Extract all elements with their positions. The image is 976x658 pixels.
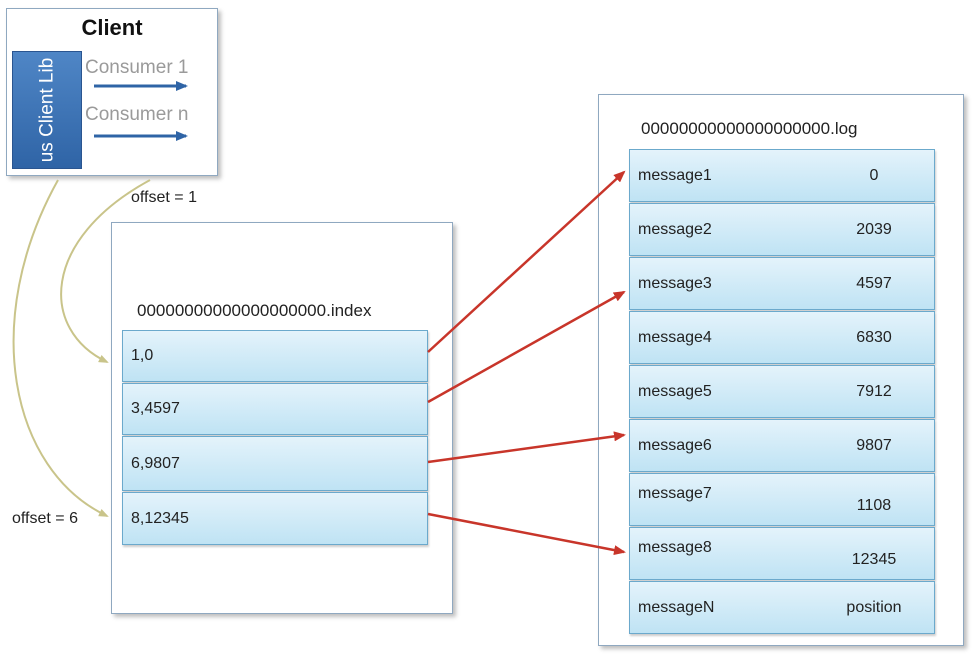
log-message-position: 12345 — [851, 550, 897, 568]
index-entry: 6,9807 — [122, 436, 428, 491]
log-message-row: messageN position — [629, 581, 935, 634]
client-title: Client — [81, 15, 143, 40]
log-message-position: 2039 — [856, 220, 892, 238]
log-message-row: message2 2039 — [629, 203, 935, 256]
log-message-name: messageN — [638, 598, 715, 616]
index-to-message6-arrow — [427, 431, 626, 464]
log-message-row: message4 6830 — [629, 311, 935, 364]
log-message-position: position — [846, 598, 902, 616]
log-message-row: message5 7912 — [629, 365, 935, 418]
log-message-row: message6 9807 — [629, 419, 935, 472]
log-message-row: message3 4597 — [629, 257, 935, 310]
index-entry: 3,4597 — [122, 383, 428, 435]
log-message-name: message7 — [638, 485, 712, 503]
index-to-message8-arrow — [427, 512, 626, 556]
offset-top-label: offset = 1 — [131, 189, 197, 206]
log-file-name: 00000000000000000000.log — [641, 119, 858, 138]
index-entry-text: 1,0 — [131, 347, 154, 364]
log-message-name: message4 — [638, 328, 712, 346]
log-message-position: 0 — [869, 166, 879, 184]
offset-bottom-label: offset = 6 — [12, 510, 78, 527]
log-message-position: 7912 — [856, 382, 892, 400]
log-message-position: 4597 — [856, 274, 892, 292]
index-file-name: 00000000000000000000.index — [137, 301, 372, 320]
log-message-row: message7 1108 — [629, 473, 935, 526]
index-entry-text: 3,4597 — [131, 400, 180, 417]
log-message-name: message1 — [638, 166, 712, 184]
index-entry: 1,0 — [122, 330, 428, 382]
log-message-name: message2 — [638, 220, 712, 238]
index-entry-text: 6,9807 — [131, 454, 180, 472]
consumer-n-label: Consumer n — [85, 104, 189, 125]
log-message-name: message3 — [638, 274, 712, 292]
log-message-row: message1 0 — [629, 149, 935, 202]
client-lib-label: us Client Lib — [36, 57, 58, 163]
log-message-position: 1108 — [856, 496, 892, 514]
client-lib-block: us Client Lib — [12, 51, 82, 169]
log-message-name: message8 — [638, 539, 712, 557]
log-message-position: 6830 — [856, 328, 892, 346]
offset-6-curve — [12, 179, 109, 517]
log-message-name: message6 — [638, 436, 712, 454]
index-entry-text: 8,12345 — [131, 509, 189, 527]
index-entry: 8,12345 — [122, 492, 428, 545]
client-box: Client us Client Lib Consumer 1 Consumer… — [6, 8, 218, 176]
log-message-name: message5 — [638, 382, 712, 400]
index-to-message3-arrow — [427, 290, 626, 404]
log-message-position: 9807 — [856, 436, 892, 454]
index-to-message1-arrow — [427, 170, 626, 353]
log-message-row: message8 12345 — [629, 527, 935, 580]
consumer-1-label: Consumer 1 — [85, 57, 189, 78]
